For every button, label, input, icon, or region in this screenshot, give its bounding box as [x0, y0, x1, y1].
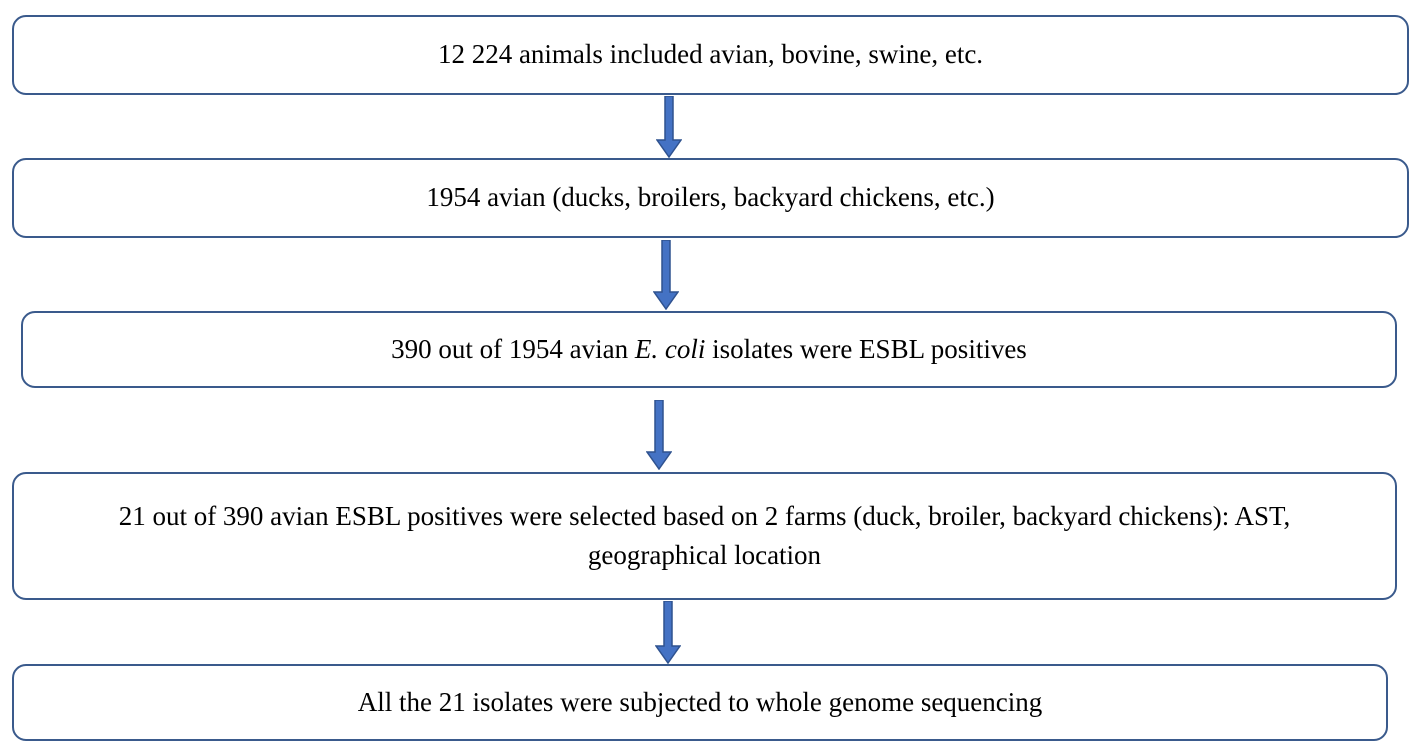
- flow-step-4-line-1: 21 out of 390 avian ESBL positives were …: [118, 500, 1291, 531]
- down-arrow-shape: [646, 400, 672, 470]
- flow-step-4-line-2: geographical location: [587, 540, 822, 570]
- flow-step-3-text-italic: E. coli: [634, 333, 706, 364]
- flow-step-5-text: All the 21 isolates were subjected to wh…: [357, 686, 1043, 717]
- flow-step-1: 12 224 animals included avian, bovine, s…: [12, 15, 1409, 95]
- down-arrow-icon: [656, 96, 682, 158]
- down-arrow-shape: [656, 96, 682, 158]
- down-arrow-icon: [646, 400, 672, 470]
- flow-step-4-text: 21 out of 390 avian ESBL positives were …: [119, 497, 1291, 575]
- flow-step-3: 390 out of 1954 avian E. coli isolates w…: [21, 311, 1397, 388]
- flow-step-2-text: 1954 avian (ducks, broilers, backyard ch…: [426, 182, 995, 213]
- down-arrow-shape: [653, 240, 679, 310]
- flow-step-2: 1954 avian (ducks, broilers, backyard ch…: [12, 158, 1409, 238]
- down-arrow-icon: [655, 601, 681, 664]
- flow-step-3-text: 390 out of 1954 avian E. coli isolates w…: [391, 330, 1027, 369]
- flow-step-3-text-after: isolates were ESBL positives: [705, 333, 1027, 364]
- down-arrow-icon: [653, 240, 679, 310]
- flow-step-4: 21 out of 390 avian ESBL positives were …: [12, 472, 1397, 600]
- flow-step-3-text-before: 390 out of 1954 avian: [391, 333, 635, 364]
- flow-step-5: All the 21 isolates were subjected to wh…: [12, 664, 1388, 741]
- down-arrow-shape: [655, 601, 681, 664]
- flow-step-1-text: 12 224 animals included avian, bovine, s…: [437, 39, 984, 70]
